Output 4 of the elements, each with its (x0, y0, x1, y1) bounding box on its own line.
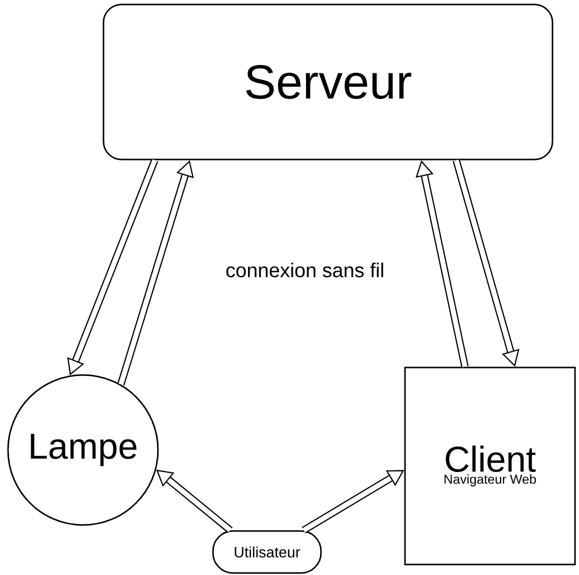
server-box: Serveur (102, 4, 554, 160)
user-box: Utilisateur (212, 530, 322, 574)
annotation-text: connexion sans fil (226, 262, 384, 278)
client-box: Client Navigateur Web (404, 366, 576, 566)
